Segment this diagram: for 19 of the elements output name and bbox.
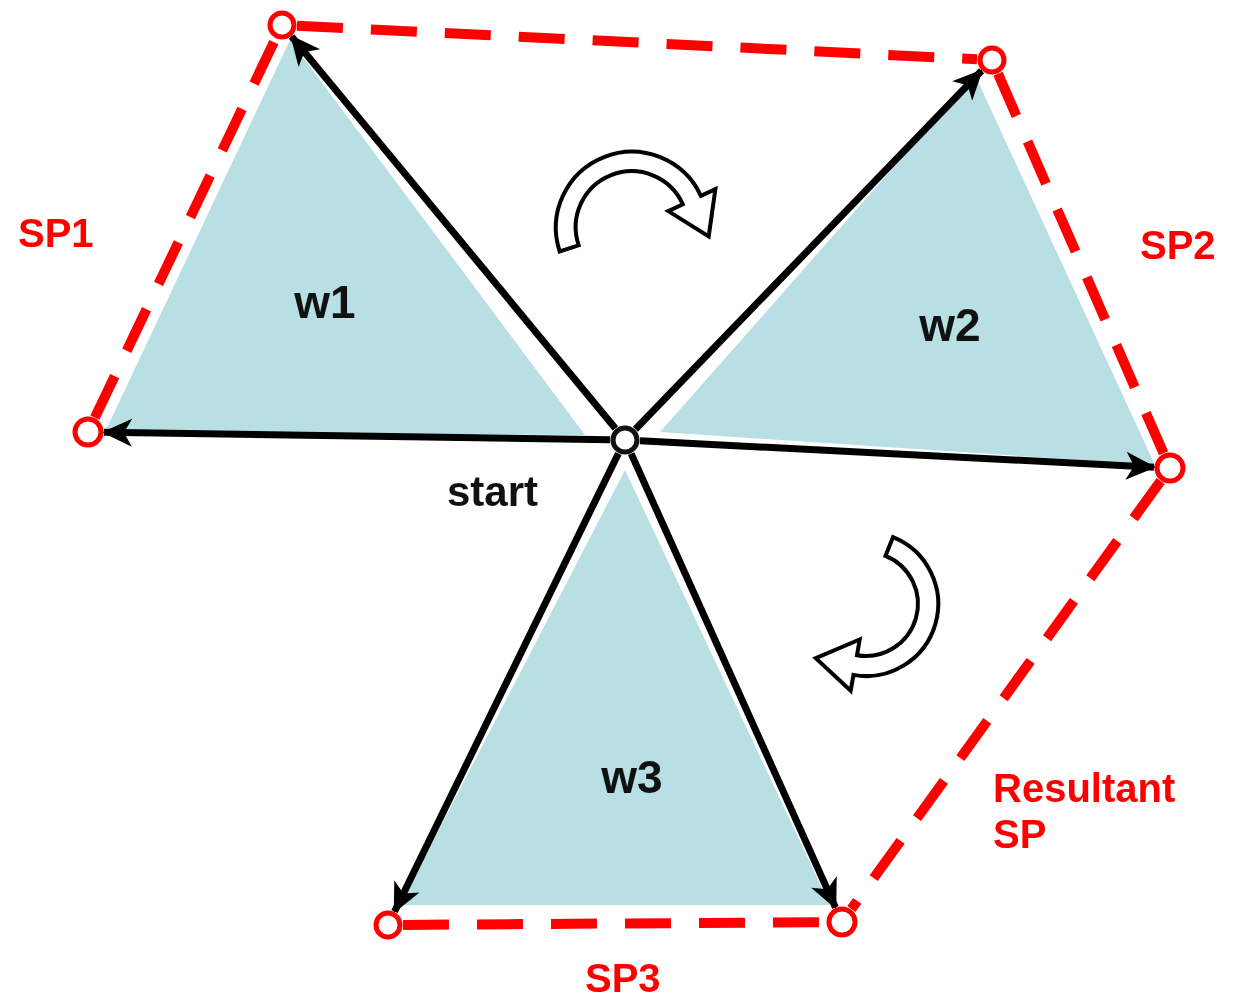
curved-arrow [813,535,941,693]
curved-arrow [554,149,718,254]
edge-label: SP2 [1140,222,1217,268]
region-label: w1 [294,275,356,329]
arrow [632,68,985,432]
arrow [639,437,1156,480]
arrow [288,34,619,431]
dashed-line [847,478,1165,912]
arrow [391,451,622,914]
edge-label: Resultant SP [993,765,1177,857]
region-label: w2 [919,298,981,352]
edge-label: SP1 [18,210,95,256]
edge-label: SP3 [585,955,662,1001]
dashed-line [993,71,1169,456]
arrow [102,418,611,447]
arrow [627,452,839,910]
region-label: w3 [601,750,663,804]
dashed-line [296,20,978,65]
point-caption: start [447,468,539,516]
